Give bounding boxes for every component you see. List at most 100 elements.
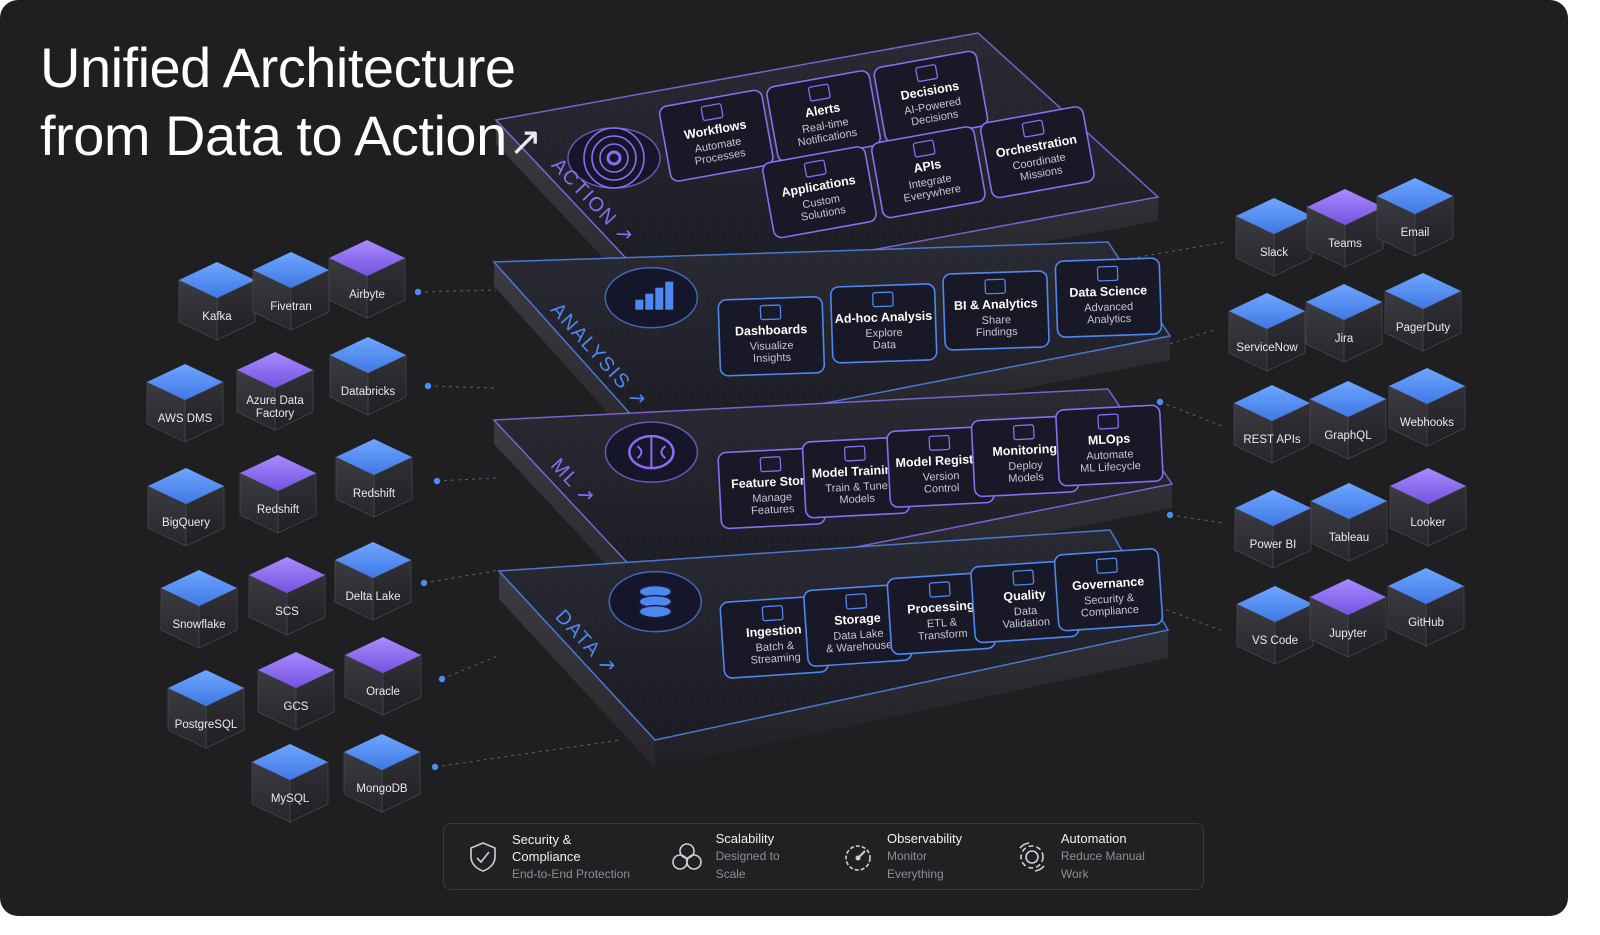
module-title: Alerts — [804, 100, 841, 120]
module-title: Governance — [1072, 574, 1145, 593]
cube-label: AWS DMS — [158, 413, 213, 425]
module-card-border — [979, 106, 1095, 199]
cube-top — [330, 337, 406, 373]
source-cube: MySQL — [251, 744, 329, 823]
module-subtitle: Models — [839, 493, 876, 507]
module-subtitle: Streaming — [750, 651, 801, 666]
gear-icon — [1015, 840, 1049, 874]
connector-line — [436, 477, 497, 482]
cube-side-right — [381, 751, 421, 813]
cube-side-right — [1348, 500, 1388, 562]
connector-dot — [433, 477, 441, 485]
cube-label: REST APIs — [1243, 434, 1301, 446]
module-icon — [912, 139, 936, 158]
cube-side-right — [1347, 596, 1387, 658]
feature-title: Observability — [886, 831, 963, 846]
connector-dot — [1166, 511, 1174, 519]
module-title: Monitoring — [992, 442, 1057, 459]
target-emblem — [567, 127, 661, 189]
module-subtitle: Data — [873, 339, 898, 352]
module-subtitle: Compliance — [1081, 604, 1140, 620]
destination-cube: Slack — [1235, 198, 1313, 277]
plate-side-front — [655, 630, 1168, 768]
source-cube: Airbyte — [328, 240, 406, 319]
module-subtitle: ETL & — [927, 616, 959, 630]
module-subtitle: Version — [922, 470, 959, 484]
cube-label: GCS — [284, 701, 309, 713]
module-title: Ad-hoc Analysis — [835, 309, 933, 326]
cube-label: Webhooks — [1400, 417, 1454, 429]
cube-side-right — [366, 257, 406, 319]
module-icon — [1097, 413, 1120, 430]
module-icon — [807, 83, 831, 102]
module-icon — [843, 445, 866, 462]
source-cube: Delta Lake — [334, 542, 412, 621]
source-cube: AWS DMS — [146, 364, 224, 443]
module-subtitle: Share — [981, 314, 1011, 327]
module-icon — [803, 159, 827, 178]
module-icon — [759, 456, 782, 473]
cube-side-right — [295, 669, 335, 731]
destination-cube: Email — [1376, 178, 1454, 257]
module-icon — [915, 64, 939, 83]
module-icon — [845, 593, 868, 610]
cube-label: Databricks — [341, 386, 396, 398]
cube-top — [1310, 579, 1386, 615]
module-subtitle: Control — [924, 482, 960, 496]
cube-side-right — [372, 559, 412, 621]
destination-cube: Power BI — [1234, 490, 1312, 569]
cube-top — [237, 352, 313, 388]
source-cube: PostgreSQL — [167, 670, 245, 749]
module-subtitle: Automate — [1086, 448, 1134, 462]
connector-dot — [414, 288, 422, 296]
cube-top — [253, 252, 329, 288]
module-subtitle: Features — [751, 503, 795, 517]
cube-label: GitHub — [1408, 617, 1444, 629]
cube-top — [329, 240, 405, 276]
architecture-diagram: ACTION ↗WorkflowsAutomateProcessesAlerts… — [146, 32, 1467, 823]
destination-cube: PagerDuty — [1384, 273, 1462, 352]
cube-side-right — [1266, 310, 1306, 372]
cube-top — [1385, 273, 1461, 309]
module-subtitle: Data Lake — [833, 628, 884, 643]
connector-line — [441, 654, 501, 680]
module-title: Model Training — [811, 462, 900, 480]
cube-top — [344, 734, 420, 770]
connector-dot — [420, 579, 428, 587]
connector-line — [434, 739, 621, 768]
module-subtitle: & Warehouse — [826, 639, 893, 655]
cube-label: SCS — [275, 606, 299, 618]
module-card-border — [717, 296, 826, 377]
cube-label: Oracle — [366, 686, 400, 698]
destination-cube: VS Code — [1236, 586, 1314, 665]
cube-top — [161, 570, 237, 606]
cube-label: Power BI — [1250, 539, 1297, 551]
cube-top — [258, 652, 334, 688]
database-icon — [638, 584, 673, 619]
cube-label: Jira — [1335, 333, 1354, 345]
connector-line — [1159, 401, 1223, 427]
module-title: Dashboards — [735, 322, 808, 338]
cube-side-right — [1427, 485, 1467, 547]
module-icon — [1012, 569, 1035, 586]
module-subtitle: Insights — [753, 352, 792, 365]
module-icon — [1012, 424, 1035, 441]
title-line-2-text: from Data to Action — [40, 104, 507, 167]
brain-emblem — [604, 421, 699, 483]
cube-label: Teams — [1328, 238, 1362, 250]
module-card-border — [1055, 404, 1164, 487]
cube-top — [148, 468, 224, 504]
module-icon — [1096, 265, 1119, 282]
cube-side-right — [1273, 215, 1313, 277]
module-icon — [761, 604, 784, 622]
